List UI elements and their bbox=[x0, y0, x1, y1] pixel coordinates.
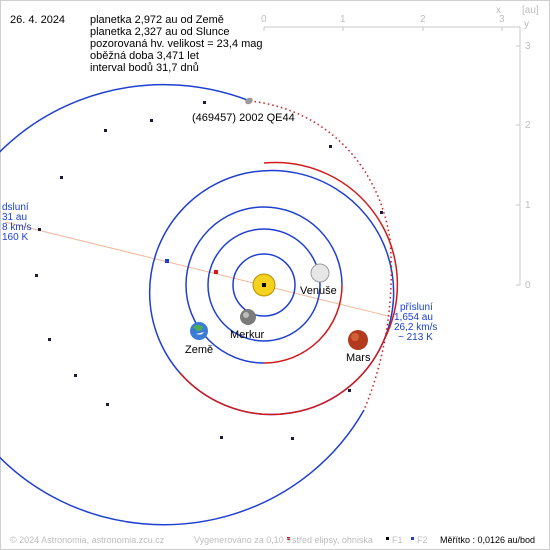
mars-planet bbox=[348, 330, 368, 350]
y-tick-label: 0 bbox=[525, 280, 531, 291]
footer-legend-f2: F2 bbox=[417, 535, 428, 545]
asteroid-orbit-red bbox=[249, 100, 392, 411]
sun bbox=[252, 273, 276, 297]
planet-orbits bbox=[148, 161, 399, 416]
aphelion-velocity: 8 km/s bbox=[2, 222, 32, 233]
orbit-dot bbox=[291, 437, 294, 440]
footer-copyright: © 2024 Astronomia, astronomia.zcu.cz bbox=[10, 535, 165, 545]
axes bbox=[263, 26, 521, 286]
earth-orbit-red bbox=[263, 284, 343, 364]
y-axis-label: y bbox=[524, 19, 529, 30]
y-tick-label: 3 bbox=[525, 41, 531, 52]
mars-label: Mars bbox=[346, 352, 371, 364]
venus-planet bbox=[310, 263, 330, 283]
asteroid-label: (469457) 2002 QE44 bbox=[192, 112, 295, 124]
x-tick-label: 3 bbox=[499, 14, 505, 25]
aphelion-title: dsluní bbox=[2, 202, 29, 213]
legend-center-swatch bbox=[287, 537, 290, 540]
asteroid-orbit-blue bbox=[0, 83, 365, 526]
perihelion-temperature: ~ 213 K bbox=[398, 332, 433, 343]
perihelion-title: přísluní bbox=[400, 302, 433, 313]
footer-legend-f1: F1 bbox=[392, 535, 403, 545]
orbit-dot bbox=[106, 403, 109, 406]
info-earth-distance: planetka 2,972 au od Země bbox=[90, 14, 224, 26]
orbit-dot bbox=[203, 101, 206, 104]
venus-orbit bbox=[207, 228, 321, 342]
axis-unit: [au] bbox=[522, 5, 539, 16]
orbit-dot bbox=[48, 338, 51, 341]
earth-orbit-blue bbox=[185, 206, 343, 364]
orbit-dots bbox=[35, 101, 383, 440]
y-tick-label: 1 bbox=[525, 200, 531, 211]
x-tick-label: 0 bbox=[261, 14, 267, 25]
x-tick-label: 1 bbox=[340, 14, 346, 25]
asteroid-marker bbox=[245, 97, 253, 105]
x-tick-label: 2 bbox=[420, 14, 426, 25]
aphelion-distance: 31 au bbox=[2, 212, 28, 223]
perihelion-distance: 1,654 au bbox=[394, 312, 433, 323]
mercury-orbit bbox=[232, 253, 296, 317]
mercury-label: Merkur bbox=[230, 329, 265, 341]
info-magnitude: pozorovaná hv. velikost = 23,4 mag bbox=[90, 38, 263, 50]
legend-f1-swatch bbox=[386, 537, 389, 540]
orbit-dot bbox=[38, 228, 41, 231]
info-period: oběžná doba 3,471 let bbox=[90, 50, 199, 62]
orbit-dot bbox=[150, 119, 153, 122]
apsides-line bbox=[4, 221, 393, 318]
aphelion-temperature: 160 K bbox=[2, 232, 29, 243]
venus-label: Venuše bbox=[300, 285, 337, 297]
mercury-planet bbox=[240, 309, 256, 325]
orbit-dot bbox=[348, 389, 351, 392]
footer-generated: Vygenerováno za 0,10 s bbox=[194, 535, 291, 545]
orbit-dot bbox=[380, 211, 383, 214]
earth-label: Země bbox=[185, 344, 213, 356]
info-point-interval: interval bodů 31,7 dnů bbox=[90, 62, 199, 74]
asteroid-orbit bbox=[0, 83, 392, 526]
date-label: 26. 4. 2024 bbox=[10, 14, 66, 26]
legend-f2-swatch bbox=[411, 537, 414, 540]
x-axis-label: x bbox=[496, 5, 501, 16]
perihelion-velocity: 26,2 km/s bbox=[394, 322, 438, 333]
focus-f2-marker bbox=[165, 259, 169, 263]
info-sun-distance: planetka 2,327 au od Slunce bbox=[90, 26, 230, 38]
orbit-dot bbox=[60, 176, 63, 179]
ellipse-center-marker bbox=[214, 270, 218, 274]
mars-orbit-red bbox=[179, 161, 399, 416]
footer-legend-center: střed elipsy, ohniska bbox=[292, 535, 373, 545]
orbit-dot bbox=[220, 436, 223, 439]
footer-scale: Měřítko : 0,0126 au/bod bbox=[440, 535, 536, 545]
orbit-dot bbox=[35, 274, 38, 277]
y-tick-label: 2 bbox=[525, 120, 531, 131]
orbit-dot bbox=[329, 145, 332, 148]
earth-planet bbox=[190, 322, 208, 340]
orbit-dot bbox=[104, 129, 107, 132]
orbit-dot bbox=[74, 374, 77, 377]
